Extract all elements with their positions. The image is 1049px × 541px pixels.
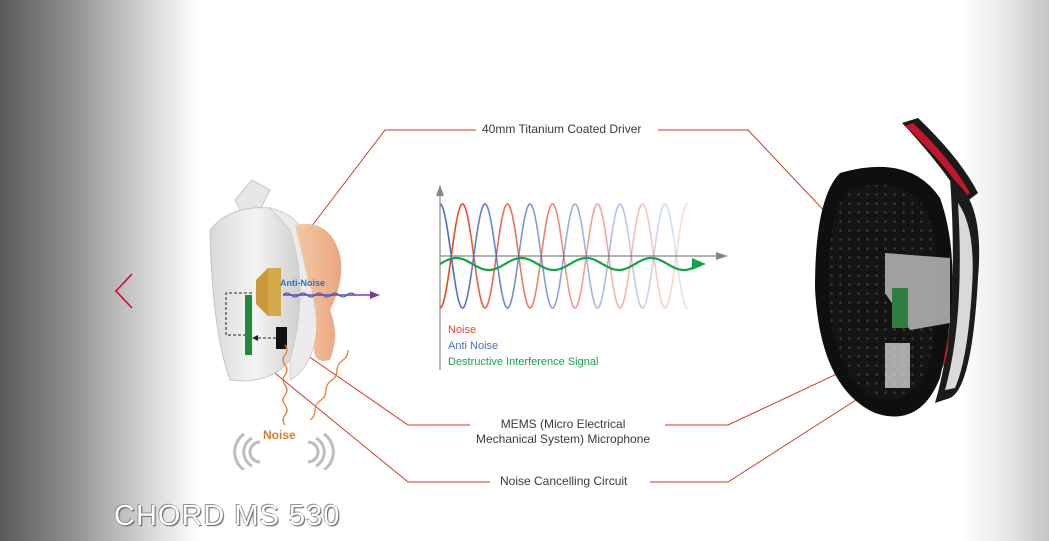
legend-noise: Noise xyxy=(448,324,477,336)
anti-noise-wave-segment xyxy=(610,203,627,241)
circuit-cutaway xyxy=(892,288,908,328)
noise-wave-segment xyxy=(548,203,565,258)
headphone-cutaway-image xyxy=(815,118,980,417)
driver-line-left xyxy=(294,129,478,249)
anti-noise-wave-segment xyxy=(625,221,643,309)
callout-mems-line2: Mechanical System) Microphone xyxy=(476,432,651,446)
noise-wave-segment xyxy=(672,203,688,279)
callout-mems: MEMS (Micro Electrical Mechanical System… xyxy=(470,417,657,447)
circuit-line-right xyxy=(650,374,896,483)
anti-noise-wave-segment xyxy=(517,203,534,262)
microphone-element xyxy=(276,327,287,349)
circuit-line-left xyxy=(264,364,490,483)
anti-noise-wave-segment xyxy=(501,261,519,309)
previous-slide-button[interactable] xyxy=(110,270,140,312)
anti-noise-wave-segment xyxy=(642,233,658,309)
legend-destructive: Destructive Interference Signal xyxy=(448,356,599,368)
noise-wave-segment xyxy=(470,236,488,309)
anti-noise-wave-segment xyxy=(532,208,550,303)
noise-wave-segment xyxy=(517,250,534,309)
noise-wave-segment xyxy=(625,203,643,291)
anti-noise-diagram-label: Anti-Noise xyxy=(280,278,325,288)
ear-cup-diagram xyxy=(209,179,380,470)
noise-diagram-label: Noise xyxy=(263,428,296,442)
anti-noise-wave-segment xyxy=(656,203,674,234)
destructive-wave-arrowhead xyxy=(692,258,706,270)
anti-noise-wave-segment xyxy=(563,203,581,255)
product-name: CHORD MS 530 xyxy=(114,500,341,532)
callout-circuit: Noise Cancelling Circuit xyxy=(494,474,634,489)
destructive-interference-wave xyxy=(439,256,695,272)
noise-wave-segment xyxy=(455,203,472,237)
anti-noise-wave-segment xyxy=(439,203,457,289)
anti-noise-wave-segment xyxy=(470,203,488,276)
noise-wave-segment xyxy=(579,206,596,296)
noise-wave-segment xyxy=(656,278,674,309)
sound-waves-icon xyxy=(233,432,335,470)
anti-noise-wave-segment xyxy=(579,216,596,306)
callout-mems-line1: MEMS (Micro Electrical xyxy=(500,417,626,431)
noise-wave-segment xyxy=(594,203,612,273)
anti-noise-wave-segment xyxy=(548,254,565,309)
circuit-board xyxy=(245,295,252,355)
anti-noise-wave xyxy=(439,203,688,309)
noise-wave-segment xyxy=(642,203,658,279)
driver-element xyxy=(267,268,281,316)
mems-line-left xyxy=(284,339,490,426)
callout-driver: 40mm Titanium Coated Driver xyxy=(476,122,648,137)
wave-legend: Noise Anti Noise Destructive Interferenc… xyxy=(448,322,598,370)
anti-noise-wave-segment xyxy=(594,239,612,309)
ear xyxy=(295,223,342,361)
noise-wave-segment xyxy=(563,257,581,309)
anti-noise-wave-segment xyxy=(672,233,688,309)
noise-wave-segment xyxy=(501,203,519,251)
chevron-left-icon xyxy=(114,273,133,309)
interference-wave-diagram xyxy=(436,185,728,370)
legend-anti-noise: Anti Noise xyxy=(448,340,499,352)
noise-wave-segment xyxy=(486,218,503,307)
noise-wave-segment xyxy=(439,223,457,309)
noise-wave-segment xyxy=(610,271,627,309)
anti-noise-wave-segment xyxy=(486,205,503,294)
mems-line-right xyxy=(665,349,889,426)
anti-noise-wave-segment xyxy=(455,275,472,309)
